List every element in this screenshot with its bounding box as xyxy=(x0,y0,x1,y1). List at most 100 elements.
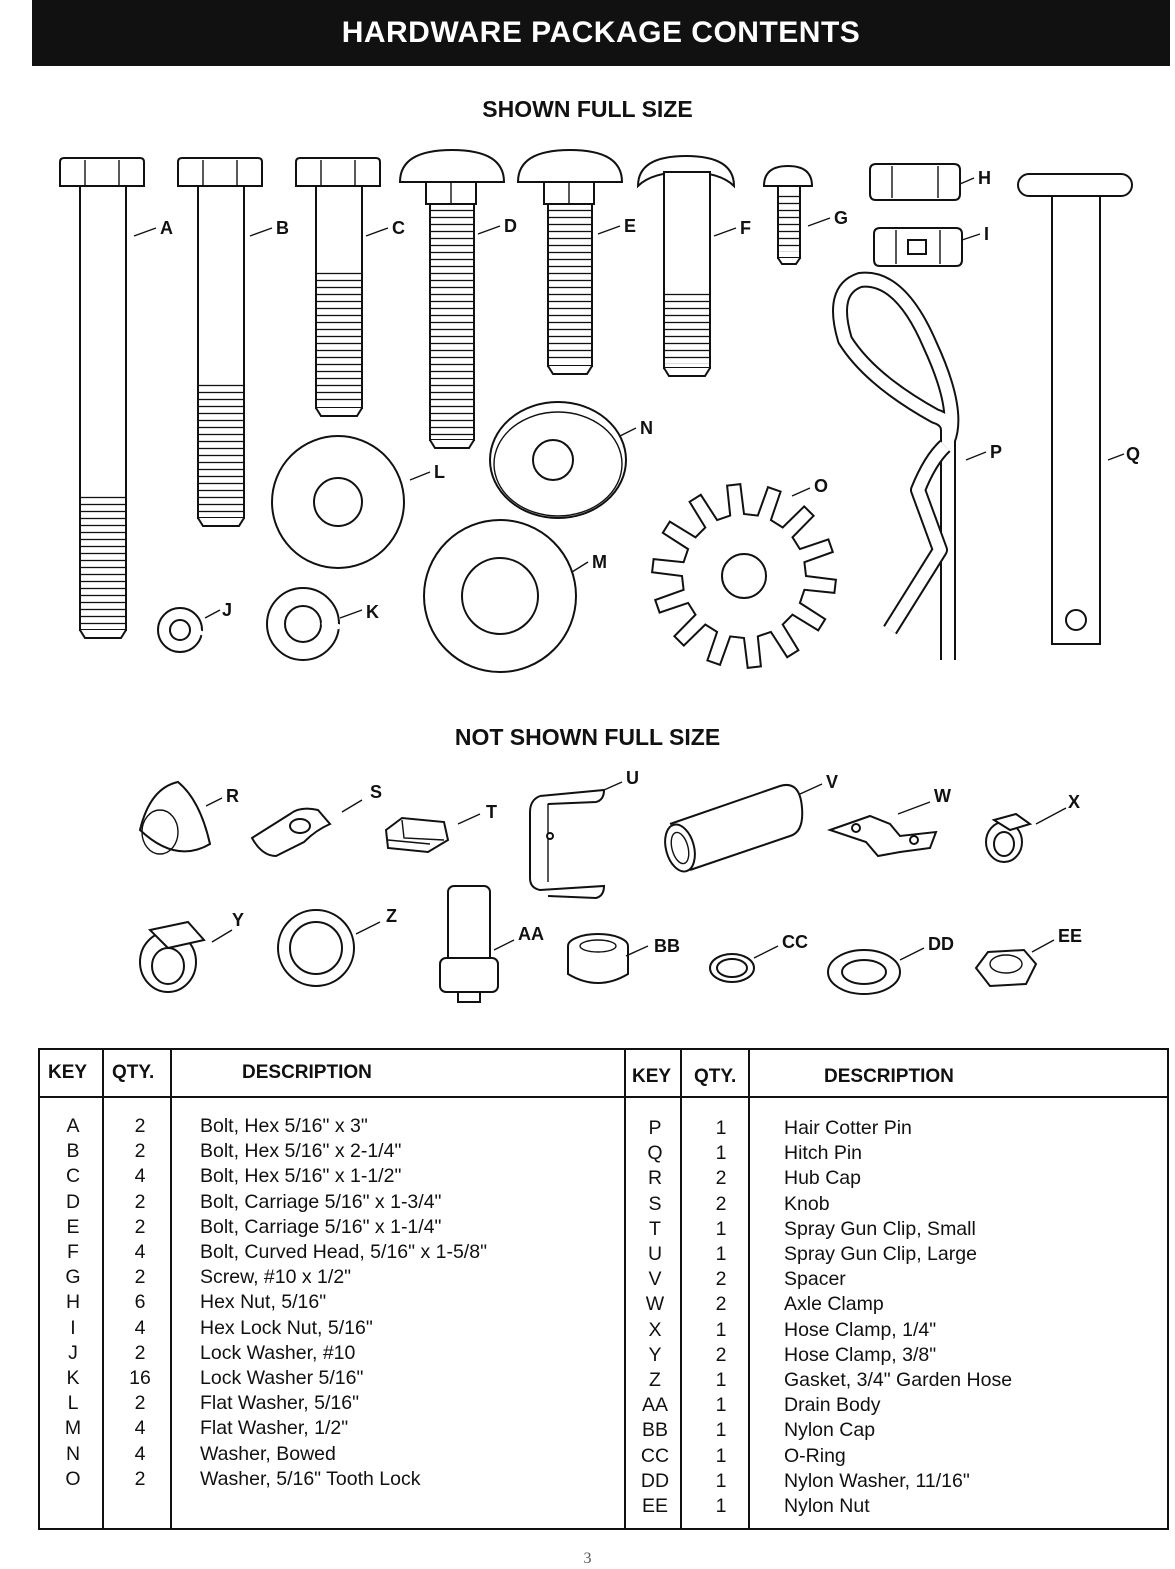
gasket-z-drawing xyxy=(277,909,355,987)
row-qty: 1 xyxy=(715,1369,727,1392)
row-qty: 2 xyxy=(134,1341,146,1364)
row-key: W xyxy=(645,1293,665,1316)
row-description: Hair Cotter Pin xyxy=(784,1117,912,1139)
row-qty: 2 xyxy=(715,1167,727,1190)
label-g: G xyxy=(834,208,848,228)
row-qty: 2 xyxy=(134,1467,146,1490)
row-description: Flat Washer, 5/16" xyxy=(200,1392,360,1415)
header-key-left: KEY xyxy=(48,1062,88,1083)
row-description: Drain Body xyxy=(784,1394,881,1417)
row-key: EE xyxy=(641,1495,668,1518)
row-qty: 2 xyxy=(134,1140,146,1163)
row-key: U xyxy=(647,1243,663,1266)
label-d: D xyxy=(504,216,517,236)
row-description: Nylon Nut xyxy=(784,1495,870,1518)
row-qty: 2 xyxy=(134,1115,146,1137)
spray-gun-clip-small-t-drawing xyxy=(384,816,450,854)
label-y: Y xyxy=(232,910,244,930)
row-qty: 2 xyxy=(134,1190,146,1213)
row-key: H xyxy=(65,1291,81,1314)
row-qty: 4 xyxy=(134,1417,146,1440)
flat-washer-m-drawing xyxy=(423,519,577,673)
row-description: Washer, 5/16" Tooth Lock xyxy=(200,1467,421,1490)
row-qty: 1 xyxy=(715,1495,727,1518)
label-p: P xyxy=(990,442,1002,462)
row-key: BB xyxy=(641,1419,668,1442)
left-description-column: Bolt, Hex 5/16" x 3"Bolt, Hex 5/16" x 2-… xyxy=(200,1114,487,1492)
row-key: Z xyxy=(649,1369,661,1392)
label-n: N xyxy=(640,418,653,438)
row-key: P xyxy=(648,1117,662,1139)
label-w: W xyxy=(934,786,951,806)
tooth-lock-washer-o-drawing xyxy=(650,482,838,670)
lock-washer-k-drawing xyxy=(266,587,341,661)
full-size-hardware-illustration: A B C D E F G H I N L O M P Q J K xyxy=(59,148,1140,673)
hose-clamp-small-x-drawing xyxy=(985,812,1033,863)
row-key: Q xyxy=(647,1142,663,1165)
wing-knob-s-drawing xyxy=(250,807,332,858)
hose-clamp-y-drawing xyxy=(139,920,206,993)
row-qty: 1 xyxy=(715,1469,727,1492)
row-description: Bolt, Curved Head, 5/16" x 1-5/8" xyxy=(200,1241,487,1264)
row-description: Hitch Pin xyxy=(784,1142,863,1165)
row-qty: 1 xyxy=(715,1217,727,1240)
row-key: R xyxy=(647,1167,663,1190)
table-col-divider xyxy=(102,1050,104,1528)
row-qty: 4 xyxy=(134,1241,146,1264)
row-description: Bolt, Carriage 5/16" x 1-3/4" xyxy=(200,1190,442,1213)
row-qty: 4 xyxy=(134,1165,146,1188)
label-o: O xyxy=(814,476,828,496)
row-qty: 6 xyxy=(134,1291,146,1314)
row-description: Washer, Bowed xyxy=(200,1442,336,1465)
hitch-pin-q-drawing xyxy=(1017,173,1133,645)
row-key: O xyxy=(65,1467,81,1490)
row-key: F xyxy=(67,1241,79,1264)
row-description: Spray Gun Clip, Large xyxy=(784,1243,977,1266)
row-description: Bolt, Carriage 5/16" x 1-1/4" xyxy=(200,1215,442,1238)
row-qty: 1 xyxy=(715,1318,727,1341)
row-description: Gasket, 3/4" Garden Hose xyxy=(784,1369,1013,1392)
hex-nut-h-drawing xyxy=(869,163,961,201)
row-description: Hose Clamp, 3/8" xyxy=(784,1343,937,1366)
row-description: Hex Nut, 5/16" xyxy=(200,1291,327,1314)
nylon-cap-bb-drawing xyxy=(567,933,629,984)
row-key: M xyxy=(64,1417,82,1440)
row-description: Spray Gun Clip, Small xyxy=(784,1217,976,1240)
row-qty: 2 xyxy=(715,1192,727,1215)
row-description: Axle Clamp xyxy=(784,1293,884,1316)
table-col-divider xyxy=(170,1050,172,1528)
bolt-hex-b-drawing xyxy=(177,157,263,527)
label-dd: DD xyxy=(928,934,954,954)
row-key: A xyxy=(66,1115,80,1137)
table-col-divider xyxy=(748,1050,750,1528)
page-title-banner: HARDWARE PACKAGE CONTENTS xyxy=(32,0,1170,66)
hub-cap-r-drawing xyxy=(138,780,212,855)
row-key: L xyxy=(67,1392,79,1415)
row-qty: 1 xyxy=(715,1117,727,1139)
row-key: DD xyxy=(640,1469,670,1492)
row-key: I xyxy=(70,1316,76,1339)
label-l: L xyxy=(434,462,445,482)
row-description: Bolt, Hex 5/16" x 2-1/4" xyxy=(200,1140,402,1163)
bolt-hex-a-drawing xyxy=(59,157,145,639)
row-key: CC xyxy=(640,1444,670,1467)
row-key: V xyxy=(648,1268,662,1291)
table-header-divider xyxy=(40,1096,1167,1098)
row-description: Lock Washer 5/16" xyxy=(200,1367,364,1390)
table-col-divider xyxy=(680,1050,682,1528)
row-qty: 2 xyxy=(134,1215,146,1238)
o-ring-cc-drawing xyxy=(709,953,755,983)
label-r: R xyxy=(226,786,239,806)
bowed-washer-n-drawing xyxy=(489,401,627,519)
row-description: O-Ring xyxy=(784,1444,846,1467)
bolt-curved-head-f-drawing xyxy=(636,154,736,377)
row-description: Flat Washer, 1/2" xyxy=(200,1417,349,1440)
row-key: T xyxy=(649,1217,661,1240)
bolt-carriage-d-drawing xyxy=(398,148,506,449)
page-title: HARDWARE PACKAGE CONTENTS xyxy=(341,16,861,49)
row-qty: 2 xyxy=(134,1392,146,1415)
